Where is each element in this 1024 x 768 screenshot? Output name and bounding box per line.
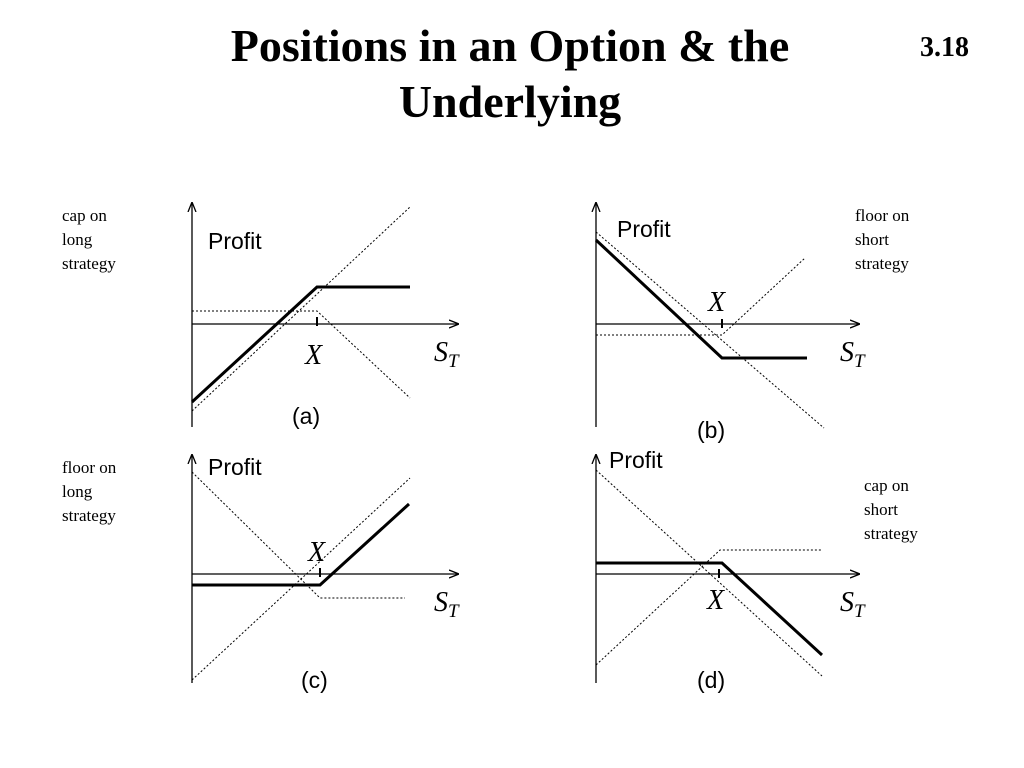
note-line: floor on [855,206,910,225]
note-line: long [62,230,93,249]
x-axis-label: ST [434,587,460,622]
note-line: cap on [62,206,107,225]
underlying-short-line [595,469,823,677]
panel-caption: (b) [697,417,725,443]
profit-label: Profit [208,228,262,254]
long-call-payoff [596,257,806,336]
panel-c: Profit X ST (c) [192,454,460,693]
underlying-short-line [595,231,825,429]
title-line-2: Underlying [398,76,622,127]
short-call-payoff [192,310,411,399]
note-line: strategy [62,506,116,525]
profit-label: Profit [609,447,663,473]
title-line-1: Positions in an Option & the [230,20,790,71]
x-axis-label: ST [840,337,866,372]
note-line: strategy [855,254,909,273]
note-line: cap on [864,476,909,495]
panel-b: Profit X ST (b) [596,203,866,443]
note-line: strategy [864,524,918,543]
slide-title: Positions in an Option & the Underlying [150,18,870,130]
strike-label: X [707,287,726,318]
underlying-long-line [191,206,411,412]
note-line: long [62,482,93,501]
note-line: floor on [62,458,117,477]
combined-payoff [190,285,410,404]
note-line: short [855,230,889,249]
combined-payoff [594,238,807,360]
short-put-payoff [595,549,822,666]
panel-d: Profit X ST (d) [596,447,866,693]
combined-payoff [596,561,824,657]
combined-payoff [192,502,411,587]
note-panel-a: cap on long strategy [62,204,116,276]
x-axis-label: ST [840,587,866,622]
strike-label: X [304,340,323,371]
panel-caption: (a) [292,403,320,429]
profit-label: Profit [208,454,262,480]
strike-label: X [307,537,326,568]
note-line: short [864,500,898,519]
panel-a: Profit X ST (a) [192,203,460,429]
note-panel-b: floor on short strategy [855,204,909,276]
long-put-payoff [191,471,405,599]
note-panel-c: floor on long strategy [62,456,116,528]
panel-caption: (d) [697,667,725,693]
profit-label: Profit [617,216,671,242]
note-panel-d: cap on short strategy [864,474,918,546]
note-line: strategy [62,254,116,273]
panel-caption: (c) [301,667,328,693]
strike-label: X [706,585,725,616]
x-axis-label: ST [434,337,460,372]
slide-number: 3.18 [920,32,969,63]
